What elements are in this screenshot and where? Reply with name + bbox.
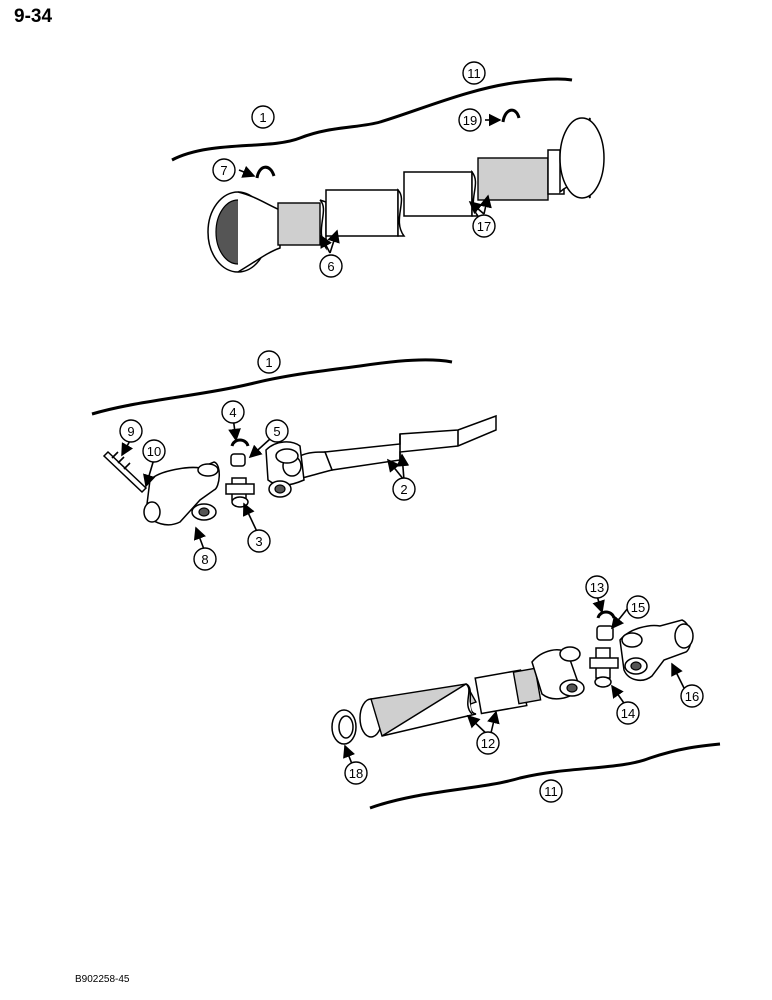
- callout-6: 6: [319, 254, 343, 278]
- retaining-clip-19: [501, 108, 521, 123]
- bracket-line-top: [171, 77, 573, 162]
- callout-14: 14: [616, 701, 640, 725]
- callout-1-top: 1: [251, 105, 275, 129]
- group-guard-shields: [171, 77, 605, 273]
- retaining-ring-18: [331, 709, 357, 745]
- callout-9: 9: [119, 419, 143, 443]
- figure-code: B902258-45: [75, 974, 130, 985]
- shield-cone-right: [559, 117, 605, 199]
- callout-7: 7: [212, 158, 236, 182]
- callout-8: 8: [193, 547, 217, 571]
- callout-2: 2: [392, 477, 416, 501]
- page-number: 9-34: [14, 6, 53, 27]
- snap-ring-13: [596, 610, 616, 619]
- svg-text:14: 14: [621, 706, 635, 721]
- svg-text:3: 3: [255, 534, 262, 549]
- shield-tube-middle: [403, 169, 480, 217]
- svg-text:17: 17: [477, 219, 491, 234]
- bearing-cup-5: [230, 453, 246, 467]
- svg-text:12: 12: [481, 736, 495, 751]
- cross-bearing-inner: [589, 647, 619, 688]
- callout-10: 10: [142, 439, 166, 463]
- callout-5: 5: [265, 419, 289, 443]
- svg-text:13: 13: [590, 580, 604, 595]
- svg-text:2: 2: [400, 482, 407, 497]
- svg-text:10: 10: [147, 444, 161, 459]
- callout-11-bottom: 11: [539, 779, 563, 803]
- retaining-clip-7: [255, 165, 276, 179]
- callout-16: 16: [680, 684, 704, 708]
- callout-19: 19: [458, 108, 482, 132]
- tube-yoke-inner: [531, 646, 585, 700]
- bracket-line-bottom: [369, 742, 721, 810]
- callout-13: 13: [585, 575, 609, 599]
- svg-text:1: 1: [259, 110, 266, 125]
- group-inner-driveshaft: [331, 595, 721, 810]
- svg-text:11: 11: [467, 66, 481, 81]
- group-outer-driveshaft: [91, 358, 497, 553]
- driveshaft-tube-inner: [359, 667, 542, 738]
- svg-text:15: 15: [631, 600, 645, 615]
- snap-ring-4: [230, 438, 250, 447]
- callout-3: 3: [247, 529, 271, 553]
- bracket-line-middle: [91, 358, 453, 416]
- svg-text:18: 18: [349, 766, 363, 781]
- svg-text:19: 19: [463, 113, 477, 128]
- callout-1-mid: 1: [257, 350, 281, 374]
- shield-tube-right: [477, 149, 565, 201]
- callout-11-top: 11: [462, 61, 486, 85]
- callout-12: 12: [476, 731, 500, 755]
- driveshaft-tube-outer: [299, 414, 497, 479]
- yoke-16: [619, 619, 694, 682]
- svg-text:8: 8: [201, 552, 208, 567]
- svg-text:6: 6: [327, 259, 334, 274]
- svg-text:9: 9: [127, 424, 134, 439]
- callout-18: 18: [344, 761, 368, 785]
- lock-bolt-9: [102, 450, 148, 494]
- svg-text:4: 4: [229, 405, 236, 420]
- svg-text:5: 5: [273, 424, 280, 439]
- shield-tube-left: [277, 188, 406, 251]
- svg-text:16: 16: [685, 689, 699, 704]
- callout-4: 4: [221, 400, 245, 424]
- bearing-cup-15: [596, 625, 614, 641]
- svg-text:1: 1: [265, 355, 272, 370]
- yoke-8: [143, 461, 220, 526]
- shield-cone-left: [207, 191, 281, 273]
- callout-17: 17: [472, 214, 496, 238]
- callout-15: 15: [626, 595, 650, 619]
- cross-bearing-outer: [225, 477, 255, 508]
- svg-text:7: 7: [220, 163, 227, 178]
- tube-yoke-outer: [265, 441, 305, 498]
- svg-text:11: 11: [544, 784, 558, 799]
